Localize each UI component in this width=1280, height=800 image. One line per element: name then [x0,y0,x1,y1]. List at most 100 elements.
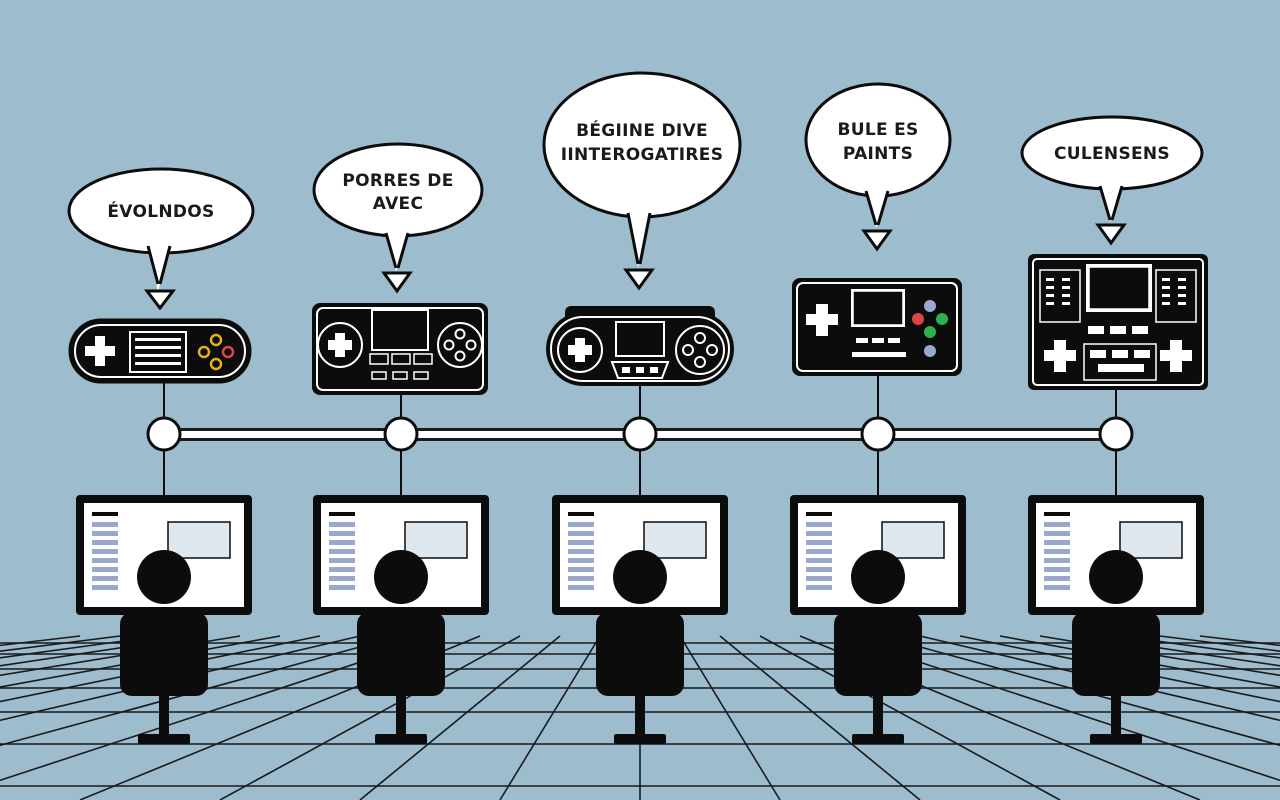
screen-list-line [92,540,118,545]
grid-line-perspective [0,635,241,677]
stage-4-label-line-2: PAINTS [843,144,913,164]
screen-list-line [568,540,594,545]
stage-2-label-line-1: PORRES DE [342,171,453,191]
timeline-stage-5: CULENSENS [1020,115,1208,390]
stage-5-label-line-1: CULENSENS [1054,144,1170,164]
screen-list-line [329,549,355,554]
workstation [76,382,252,744]
workstation [790,376,966,744]
screen-list-line [92,567,118,572]
screen-content-panel [881,521,945,559]
grid-line-perspective [0,635,201,667]
screen-list-line [1044,531,1070,536]
screen-content-panel [167,521,231,559]
user-head-icon [137,550,191,604]
screen-list-line [92,522,118,527]
screen-list-line [92,549,118,554]
screen-list-line [92,531,118,536]
grid-line-perspective [759,635,1061,800]
screen-list-line [568,567,594,572]
user-head-icon [613,550,667,604]
screen-list-line [1044,549,1070,554]
timeline-stage-3: BÉGIINE DIVE IINTEROGATIRES [542,71,742,386]
screen-list-line [806,567,832,572]
screen-list-header [329,512,355,516]
screen-list-line [568,585,594,590]
screen-list-line [329,567,355,572]
screen-list-line [1044,558,1070,563]
chair-base [138,734,190,744]
stage-4-label-line-1: BULE ES [837,120,918,140]
timeline-stage-2: PORRES DE AVEC [312,142,488,395]
screen-content-panel [1119,521,1183,559]
workstation-row [76,376,1204,744]
timeline-stage-1: ÉVOLNDOS [67,167,255,384]
advanced-console-icon [1028,254,1208,390]
screen-list-line [329,522,355,527]
timeline-node [860,416,896,452]
user-body-icon [834,612,922,696]
portable-console-icon [792,278,962,376]
snes-gamepad-icon [68,318,252,384]
chair-stem [635,694,645,736]
timeline-node [622,416,658,452]
screen-list-line [568,558,594,563]
user-head-icon [851,550,905,604]
speech-bubble-4: BULE ES PAINTS [804,82,952,252]
screen-list-header [92,512,118,516]
screen-list-header [806,512,832,516]
grid-line-perspective [879,635,1280,747]
screen-list-line [568,531,594,536]
grid-line-perspective [499,635,601,800]
user-head-icon [1089,550,1143,604]
timeline-node [1098,416,1134,452]
chair-stem [159,694,169,736]
grid-line-perspective [1079,635,1280,667]
user-body-icon [120,612,208,696]
timeline-stage-4: BULE ES PAINTS [792,82,962,376]
screen-list-header [568,512,594,516]
speech-bubble-3: BÉGIINE DIVE IINTEROGATIRES [542,71,742,291]
chair-base [375,734,427,744]
stage-2-label-line-2: AVEC [373,194,423,214]
screen-list-line [329,576,355,581]
grid-line-perspective [679,635,781,800]
screen-list-line [568,549,594,554]
screen-list-line [92,558,118,563]
grid-line-perspective [359,635,561,800]
chair-stem [396,694,406,736]
workstation [552,386,728,744]
grid-line-perspective [0,635,361,722]
screen-list-line [329,540,355,545]
screen-list-line [806,531,832,536]
user-head-icon [374,550,428,604]
timeline-node [383,416,419,452]
speech-bubble-5: CULENSENS [1020,115,1204,246]
workstation [1028,390,1204,744]
handheld-console-icon [312,303,488,395]
chair-stem [873,694,883,736]
stage-1-label-line-1: ÉVOLNDOS [107,200,214,222]
stage-3-label-line-1: BÉGIINE DIVE [576,119,708,141]
chair-stem [1111,694,1121,736]
screen-list-line [568,576,594,581]
user-body-icon [1072,612,1160,696]
grid-line-perspective [839,635,1280,782]
grid-line-perspective [719,635,921,800]
chair-base [1090,734,1142,744]
speech-bubble-1: ÉVOLNDOS [67,167,255,311]
screen-list-line [806,585,832,590]
chair-base [852,734,904,744]
grid-line-perspective [0,635,401,747]
stage-3-label-line-2: IINTEROGATIRES [561,145,724,165]
grid-line-perspective [219,635,521,800]
screen-list-line [1044,540,1070,545]
screen-list-line [806,522,832,527]
timeline-node [146,416,182,452]
screen-list-line [1044,567,1070,572]
screen-list-line [329,585,355,590]
screen-list-line [92,576,118,581]
screen-list-line [329,558,355,563]
screen-list-line [1044,576,1070,581]
